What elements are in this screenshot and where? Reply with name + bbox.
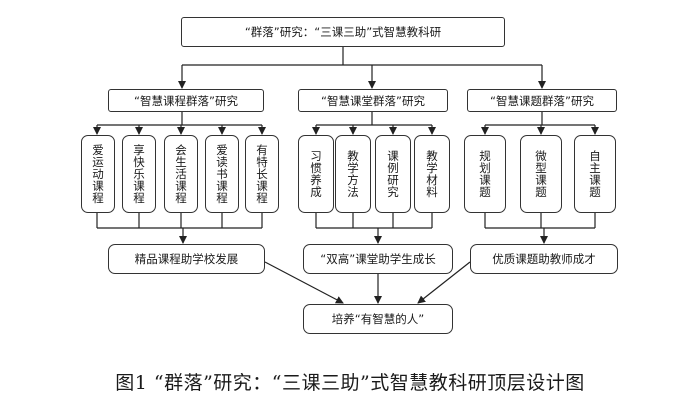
outcome-topic-label: 优质课题助教师成才 <box>492 252 596 266</box>
classroom-item-box: 习惯养成 <box>298 135 334 213</box>
outcome-course-label: 精品课程助学校发展 <box>134 252 239 266</box>
classroom-item-box: 教学材料 <box>414 135 450 213</box>
outcome-classroom-label: “双高”课堂助学生成长 <box>320 252 436 266</box>
group-topic-title: “智慧课题群落”研究 <box>490 93 594 108</box>
outcome-course-box: 精品课程助学校发展 <box>108 244 265 274</box>
classroom-item-box: 教学方法 <box>335 135 371 213</box>
course-item-box: 爱读书课程 <box>205 135 239 213</box>
top-box: “群落”研究：“三课三助”式智慧教科研 <box>181 17 505 47</box>
course-item-label: 有特长课程 <box>255 144 269 204</box>
course-item-label: 会生活课程 <box>174 144 188 204</box>
classroom-item-label: 教学方法 <box>346 150 360 198</box>
classroom-item-label: 课例研究 <box>386 150 400 198</box>
classroom-item-label: 习惯养成 <box>309 150 323 198</box>
topic-item-box: 微型课题 <box>520 135 562 213</box>
course-item-box: 有特长课程 <box>245 135 279 213</box>
group-course-box: “智慧课程群落”研究 <box>108 89 264 112</box>
course-item-label: 爱运动课程 <box>91 144 105 204</box>
outcome-topic-box: 优质课题助教师成才 <box>470 244 618 274</box>
group-classroom-box: “智慧课堂群落”研究 <box>298 89 448 112</box>
outcome-classroom-box: “双高”课堂助学生成长 <box>303 244 453 274</box>
course-item-label: 爱读书课程 <box>215 144 229 204</box>
goal-box: 培养“有智慧的人” <box>303 304 453 334</box>
group-course-title: “智慧课程群落”研究 <box>134 93 238 108</box>
classroom-item-box: 课例研究 <box>375 135 411 213</box>
course-item-box: 享快乐课程 <box>122 135 156 213</box>
goal-label: 培养“有智慧的人” <box>331 312 425 326</box>
topic-item-label: 规划课题 <box>478 150 492 198</box>
classroom-item-label: 教学材料 <box>425 150 439 198</box>
group-classroom-title: “智慧课堂群落”研究 <box>321 93 425 108</box>
figure-caption: 图1 “群落”研究：“三课三助”式智慧教科研顶层设计图 <box>115 372 585 394</box>
group-topic-box: “智慧课题群落”研究 <box>467 89 617 112</box>
course-item-box: 爱运动课程 <box>81 135 115 213</box>
topic-item-box: 自主课题 <box>574 135 616 213</box>
topic-item-label: 微型课题 <box>534 150 548 198</box>
topic-item-box: 规划课题 <box>464 135 506 213</box>
top-box-label: “群落”研究：“三课三助”式智慧教科研 <box>244 25 442 39</box>
topic-item-label: 自主课题 <box>588 150 602 198</box>
course-item-box: 会生活课程 <box>164 135 198 213</box>
course-item-label: 享快乐课程 <box>132 144 146 204</box>
